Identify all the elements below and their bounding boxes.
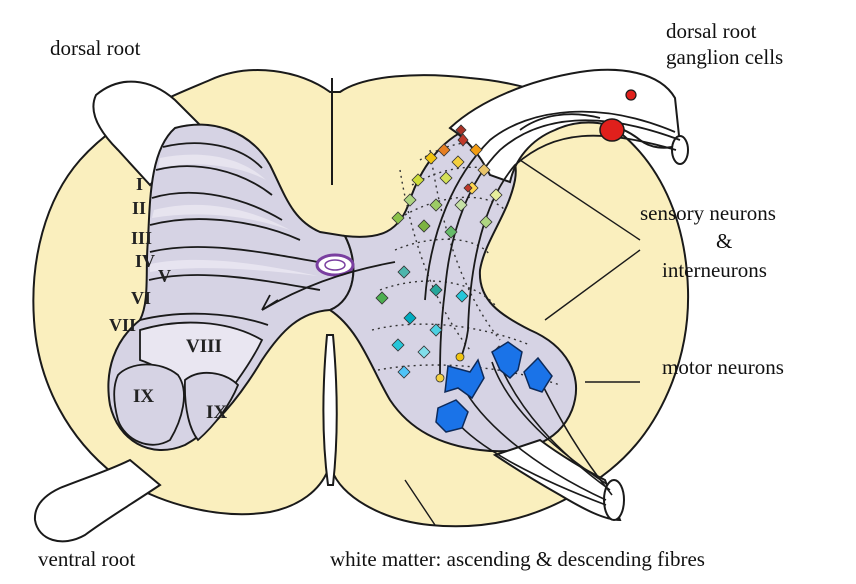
- ventral-root-right-end: [603, 479, 625, 521]
- lamina-i: I: [136, 174, 143, 194]
- lamina-iii: III: [131, 228, 152, 248]
- motor-neuron: [444, 358, 485, 400]
- ganglion-cell-small: [625, 89, 637, 101]
- interneuron-cells: [375, 124, 504, 383]
- label-sensory-line2: &: [716, 229, 732, 253]
- pointer-lines: [404, 159, 641, 526]
- label-motor-neurons: motor neurons: [662, 355, 784, 379]
- label-ganglion-line2: ganglion cells: [666, 45, 783, 69]
- lamina-v: V: [158, 266, 171, 286]
- label-ganglion-line1: dorsal root: [666, 19, 757, 43]
- crossing-arrow-head: [261, 294, 279, 311]
- motor-neuron: [491, 341, 523, 380]
- motor-fibres: [454, 361, 613, 506]
- label-ventral-root: ventral root: [38, 547, 136, 571]
- motor-neuron: [435, 399, 469, 433]
- ventral-root-left: [33, 458, 162, 543]
- lamina-ii: II: [132, 198, 146, 218]
- laminae-light-bands: [150, 154, 318, 276]
- dorsal-root-right-end: [671, 135, 689, 165]
- label-sensory-line1: sensory neurons: [640, 201, 776, 225]
- lamina-vi: VI: [131, 288, 151, 308]
- lamina-viii: VIII: [186, 336, 222, 357]
- motor-neuron-cells: [435, 341, 553, 433]
- central-canal-inner: [324, 259, 346, 271]
- lamina-vii: VII: [109, 315, 136, 335]
- lamina-ix-right: [184, 371, 240, 442]
- ventral-median-fissure: [322, 334, 338, 486]
- lamina-ix-left: [113, 363, 185, 446]
- lamina-iv: IV: [135, 251, 155, 271]
- laminae-stripes: [139, 142, 321, 326]
- dorsal-root-right: [448, 68, 682, 184]
- ventral-root-right: [492, 438, 622, 522]
- lamina-ix-a: IX: [133, 386, 154, 407]
- label-dorsal-root: dorsal root: [50, 36, 141, 60]
- ganglion-cell-large: [599, 118, 625, 142]
- lamina-ix-b: IX: [206, 402, 227, 423]
- label-white-matter: white matter: ascending & descending fib…: [330, 547, 705, 571]
- label-sensory-line3: interneurons: [662, 258, 767, 282]
- motor-neuron: [523, 356, 553, 393]
